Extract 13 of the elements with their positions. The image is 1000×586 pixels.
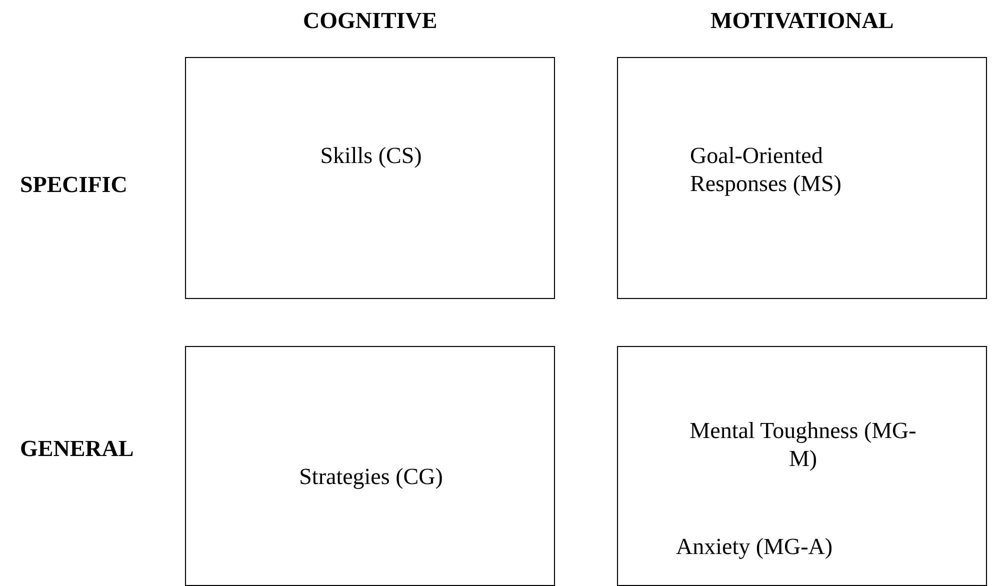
- category-box: [185, 57, 555, 299]
- box-text: Skills (CS): [319, 142, 423, 170]
- box-text: Strategies (CG): [298, 463, 444, 491]
- row-header: GENERAL: [20, 436, 134, 462]
- box-text: Mental Toughness (MG-M): [688, 417, 918, 473]
- category-box: [185, 346, 555, 586]
- box-text: Anxiety (MG-A): [676, 533, 834, 561]
- row-header: SPECIFIC: [20, 172, 128, 198]
- column-header: MOTIVATIONAL: [710, 8, 894, 34]
- box-text: Goal-Oriented Responses (MS): [690, 142, 842, 198]
- category-box: [617, 346, 987, 586]
- column-header: COGNITIVE: [303, 8, 438, 34]
- category-box: [617, 57, 987, 299]
